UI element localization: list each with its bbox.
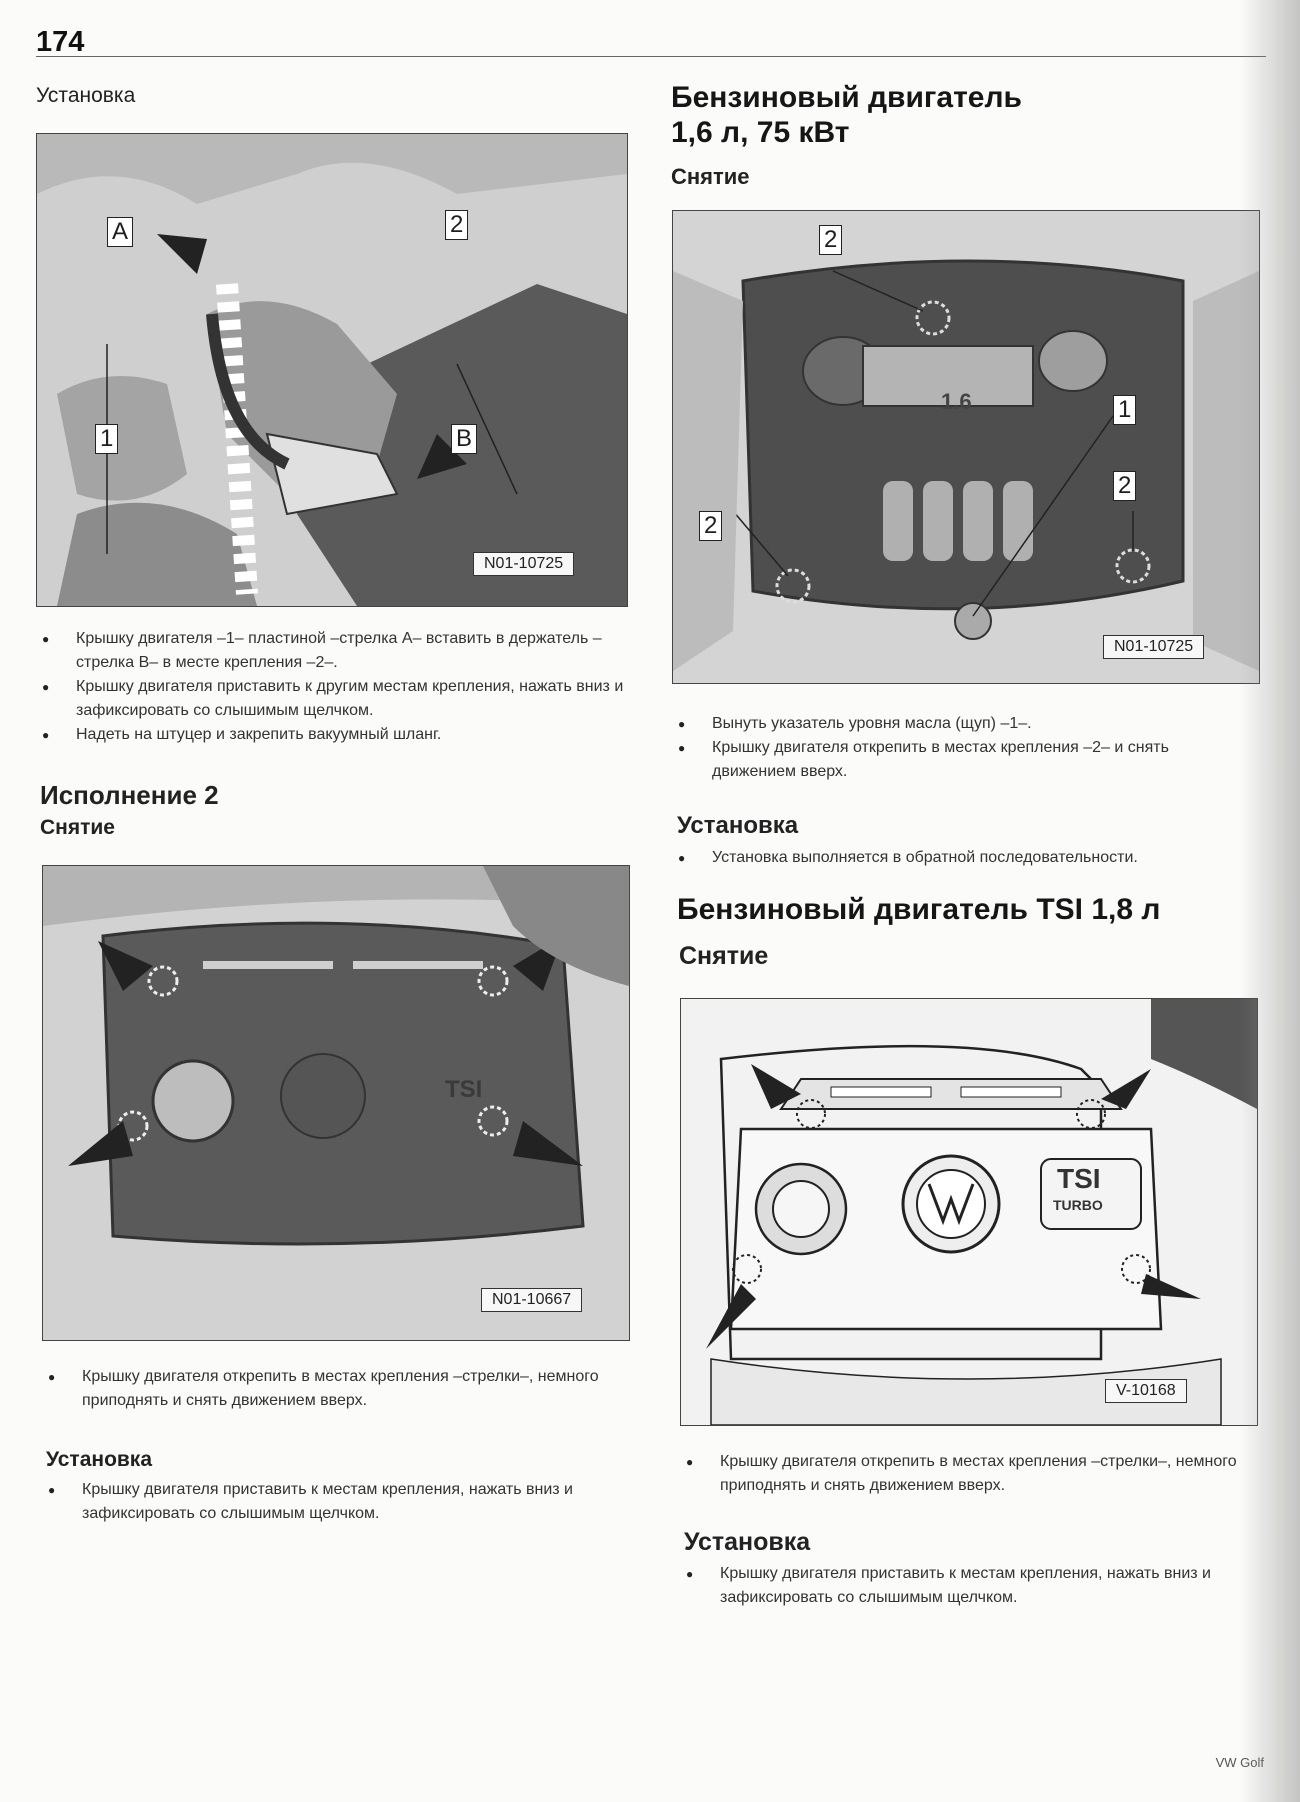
- list-item: Крышку двигателя открепить в местах креп…: [672, 736, 1252, 784]
- figure-code: N01-10667: [481, 1288, 583, 1312]
- figure-label-1: 1: [95, 424, 119, 454]
- figure-label-b: B: [451, 424, 478, 454]
- section-heading-version-2: Исполнение 2: [40, 780, 219, 810]
- page-number: 174: [36, 26, 85, 58]
- heading-line: Бензиновый двигатель: [671, 81, 1022, 114]
- list-item: Крышку двигателя открепить в местах креп…: [680, 1450, 1260, 1498]
- heading-line: 1,6 л, 75 кВт: [671, 116, 850, 149]
- figure-label-2b: 2: [1113, 471, 1137, 501]
- figure-engine-16-cover: 1.6 2 1 2 2 N01-10725: [672, 210, 1260, 684]
- page-edge-shadow: [1240, 0, 1300, 1802]
- engine-cover-illustration: [37, 134, 627, 606]
- section-heading-engine-16: Бензиновый двигатель 1,6 л, 75 кВт: [671, 80, 1022, 150]
- subheading-installation: Установка: [46, 1448, 152, 1471]
- section-heading-installation: Установка: [36, 84, 136, 107]
- figure-code: N01-10725: [1103, 635, 1205, 659]
- figure-label-1: 1: [1113, 395, 1137, 425]
- section-heading-engine-tsi: Бензиновый двигатель TSI 1,8 л: [677, 893, 1161, 926]
- tsi-logo: TSI: [445, 1076, 483, 1103]
- bullet-list-installation-2: Крышку двигателя приставить к местам кре…: [42, 1478, 642, 1526]
- figure-code: N01-10725: [473, 552, 575, 576]
- figure-label-2c: 2: [699, 511, 723, 541]
- figure-engine-cover-install: A B 1 2 N01-10725: [36, 133, 628, 607]
- list-item: Крышку двигателя приставить к местам кре…: [680, 1562, 1260, 1610]
- bullet-list-removal-16: Вынуть указатель уровня масла (щуп) –1–.…: [672, 712, 1252, 784]
- subheading-installation: Установка: [677, 812, 799, 839]
- engine-16-cover-illustration: [673, 211, 1259, 683]
- bullet-list-removal: Крышку двигателя открепить в местах креп…: [42, 1365, 642, 1413]
- subheading-installation: Установка: [684, 1528, 811, 1556]
- header-rule: [36, 56, 1266, 57]
- list-item: Установка выполняется в обратной последо…: [672, 846, 1252, 870]
- turbo-logo: TURBO: [1053, 1197, 1103, 1213]
- list-item: Вынуть указатель уровня масла (щуп) –1–.: [672, 712, 1252, 736]
- list-item: Крышку двигателя –1– пластиной –стрелка …: [36, 627, 636, 675]
- bullet-list-installation-tsi: Крышку двигателя приставить к местам кре…: [680, 1562, 1260, 1610]
- figure-engine-tsi-cover: TSI TURBO V-10168: [680, 998, 1258, 1426]
- bullet-list-installation-16: Установка выполняется в обратной последо…: [672, 846, 1252, 870]
- figure-label-2: 2: [445, 210, 469, 240]
- bullet-list-installation: Крышку двигателя –1– пластиной –стрелка …: [36, 627, 636, 747]
- tsi-logo: TSI: [1057, 1163, 1101, 1194]
- list-item: Крышку двигателя приставить к местам кре…: [42, 1478, 642, 1526]
- figure-code: V-10168: [1105, 1379, 1187, 1403]
- figure-engine-cover-tsi: TSI N01-10667: [42, 865, 630, 1341]
- subheading-removal: Снятие: [671, 164, 750, 189]
- list-item: Крышку двигателя открепить в местах креп…: [42, 1365, 642, 1413]
- subheading-removal: Снятие: [679, 942, 769, 970]
- engine-emblem: 1.6: [941, 389, 972, 414]
- figure-label-a: A: [107, 217, 134, 247]
- bullet-list-removal-tsi: Крышку двигателя открепить в местах креп…: [680, 1450, 1260, 1498]
- figure-label-2: 2: [819, 225, 843, 255]
- subheading-removal: Снятие: [40, 816, 115, 839]
- engine-cover-tsi-illustration: [43, 866, 629, 1340]
- list-item: Надеть на штуцер и закрепить вакуумный ш…: [36, 723, 636, 747]
- engine-tsi-cover-illustration: [681, 999, 1257, 1425]
- list-item: Крышку двигателя приставить к другим мес…: [36, 675, 636, 723]
